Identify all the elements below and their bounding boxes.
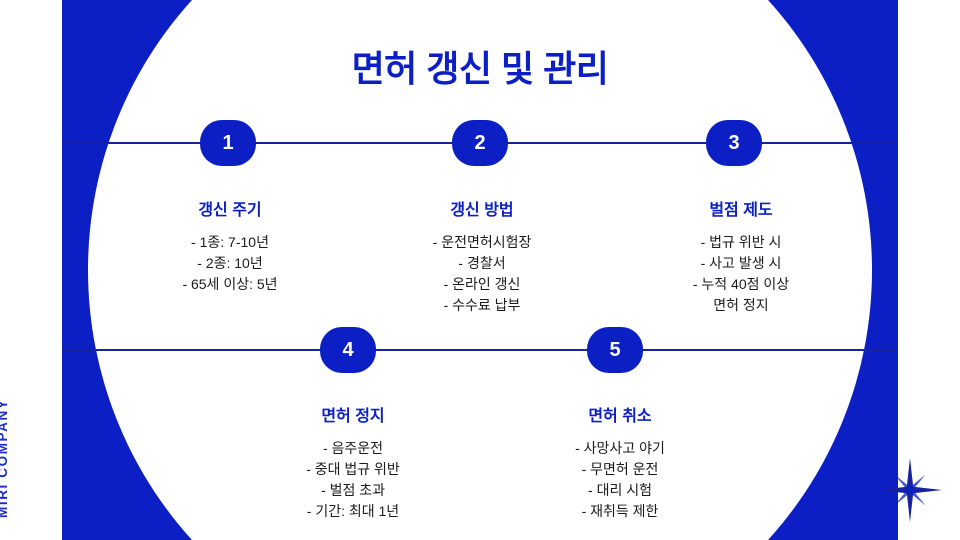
step-badge-1[interactable]: 1	[200, 120, 256, 166]
column-5-item: - 무면허 운전	[581, 461, 659, 477]
column-5-item: - 재취득 제한	[581, 503, 659, 519]
step-badge-2[interactable]: 2	[452, 120, 508, 166]
column-1-item: - 65세 이상: 5년	[182, 276, 278, 292]
column-3-item: - 사고 발생 시	[700, 255, 782, 271]
column-2-item: - 수수료 납부	[443, 297, 521, 313]
column-3-heading: 벌점 제도	[709, 202, 773, 219]
column-2-heading: 갱신 방법	[450, 202, 514, 219]
column-4-item: - 기간: 최대 1년	[306, 503, 400, 519]
column-3-item: 면허 정지	[713, 297, 769, 313]
brand-label: MIRI COMPANY	[0, 398, 10, 518]
timeline-rule-bottom	[62, 349, 898, 351]
column-3-item: - 법규 위반 시	[700, 234, 782, 250]
step-badge-5[interactable]: 5	[587, 327, 643, 373]
column-1-item: - 1종: 7-10년	[191, 234, 269, 250]
column-5-heading: 면허 취소	[588, 408, 652, 425]
column-2-item: - 온라인 갱신	[443, 276, 521, 292]
column-4-item: - 음주운전	[322, 440, 384, 456]
content-column-1: 갱신 주기 - 1종: 7-10년 - 2종: 10년 - 65세 이상: 5년	[140, 196, 320, 295]
content-column-4: 면허 정지 - 음주운전 - 중대 법규 위반 - 벌점 초과 - 기간: 최대…	[258, 402, 448, 522]
column-5-item: - 사망사고 야기	[575, 440, 665, 456]
column-4-heading: 면허 정지	[321, 408, 385, 425]
column-2-item: - 운전면허시험장	[432, 234, 532, 250]
sparkle-icon	[878, 458, 942, 522]
column-4-item: - 벌점 초과	[321, 482, 385, 498]
step-badge-3[interactable]: 3	[706, 120, 762, 166]
white-ellipse-shape	[88, 0, 872, 540]
step-badge-4[interactable]: 4	[320, 327, 376, 373]
column-3-item: - 누적 40점 이상	[692, 276, 790, 292]
column-2-item: - 경찰서	[458, 255, 506, 271]
content-column-3: 벌점 제도 - 법규 위반 시 - 사고 발생 시 - 누적 40점 이상 면허…	[646, 196, 836, 316]
content-column-2: 갱신 방법 - 운전면허시험장 - 경찰서 - 온라인 갱신 - 수수료 납부	[392, 196, 572, 316]
column-4-item: - 중대 법규 위반	[306, 461, 400, 477]
page-title: 면허 갱신 및 관리	[351, 48, 609, 89]
column-5-item: - 대리 시험	[588, 482, 652, 498]
column-1-heading: 갱신 주기	[198, 202, 262, 219]
column-1-item: - 2종: 10년	[197, 255, 263, 271]
content-column-5: 면허 취소 - 사망사고 야기 - 무면허 운전 - 대리 시험 - 재취득 제…	[525, 402, 715, 522]
